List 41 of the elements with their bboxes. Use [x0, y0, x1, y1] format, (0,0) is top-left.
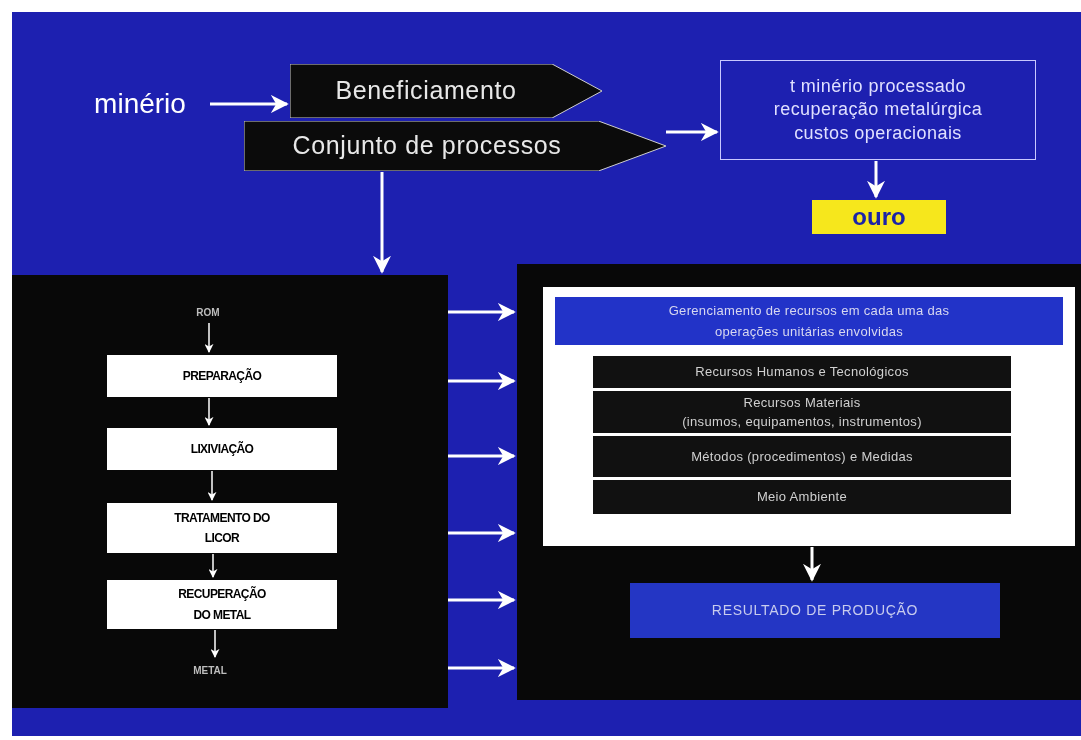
process-box: TRATAMENTO DO LICOR	[107, 503, 337, 553]
resource-text: Recursos Materiais	[743, 393, 861, 412]
resource-text: (insumos, equipamentos, instrumentos)	[682, 413, 922, 431]
input-label: minério	[76, 86, 204, 122]
arrow	[210, 629, 220, 658]
arrow	[204, 322, 214, 353]
resource-row: Recursos Humanos e Tecnológicos	[593, 356, 1011, 388]
output-box	[720, 60, 1036, 160]
arrow	[208, 553, 218, 578]
resource-row: Métodos (procedimentos) e Medidas	[593, 436, 1011, 477]
flow-label: ROM	[180, 302, 236, 322]
management-panel	[517, 264, 1081, 700]
product-box: ouro	[812, 200, 946, 234]
flow-label: METAL	[178, 660, 242, 680]
output-item: t minério processado	[789, 74, 967, 98]
arrow	[373, 172, 391, 274]
arrow	[448, 591, 516, 609]
arrow	[448, 372, 516, 390]
arrow	[448, 303, 516, 321]
output-item: custos operacionais	[794, 121, 962, 145]
arrow	[448, 447, 516, 465]
process-arrow-shape: Conjunto de processos	[244, 121, 666, 171]
arrow	[867, 161, 885, 199]
arrow	[204, 397, 214, 426]
process-box: LIXIVIAÇÃO	[107, 428, 337, 470]
arrow	[803, 547, 821, 582]
output-item: recuperação metalúrgica	[773, 98, 983, 122]
resource-card	[543, 287, 1075, 546]
arrow	[448, 524, 516, 542]
arrow	[448, 659, 516, 677]
process-arrow-shape: Beneficiamento	[290, 64, 602, 118]
process-box: PREPARAÇÃO	[107, 355, 337, 397]
header-bar: Gerenciamento de recursos em cada uma das operações unitárias envolvidas	[555, 297, 1063, 345]
arrow	[210, 95, 289, 113]
arrow	[207, 470, 217, 501]
resource-row	[593, 391, 1011, 433]
resource-row: Meio Ambiente	[593, 480, 1011, 514]
process-panel	[12, 275, 448, 708]
result-box: RESULTADO DE PRODUÇÃO	[630, 583, 1000, 638]
process-box: RECUPERAÇÃO DO METAL	[107, 580, 337, 629]
arrow	[666, 123, 719, 141]
